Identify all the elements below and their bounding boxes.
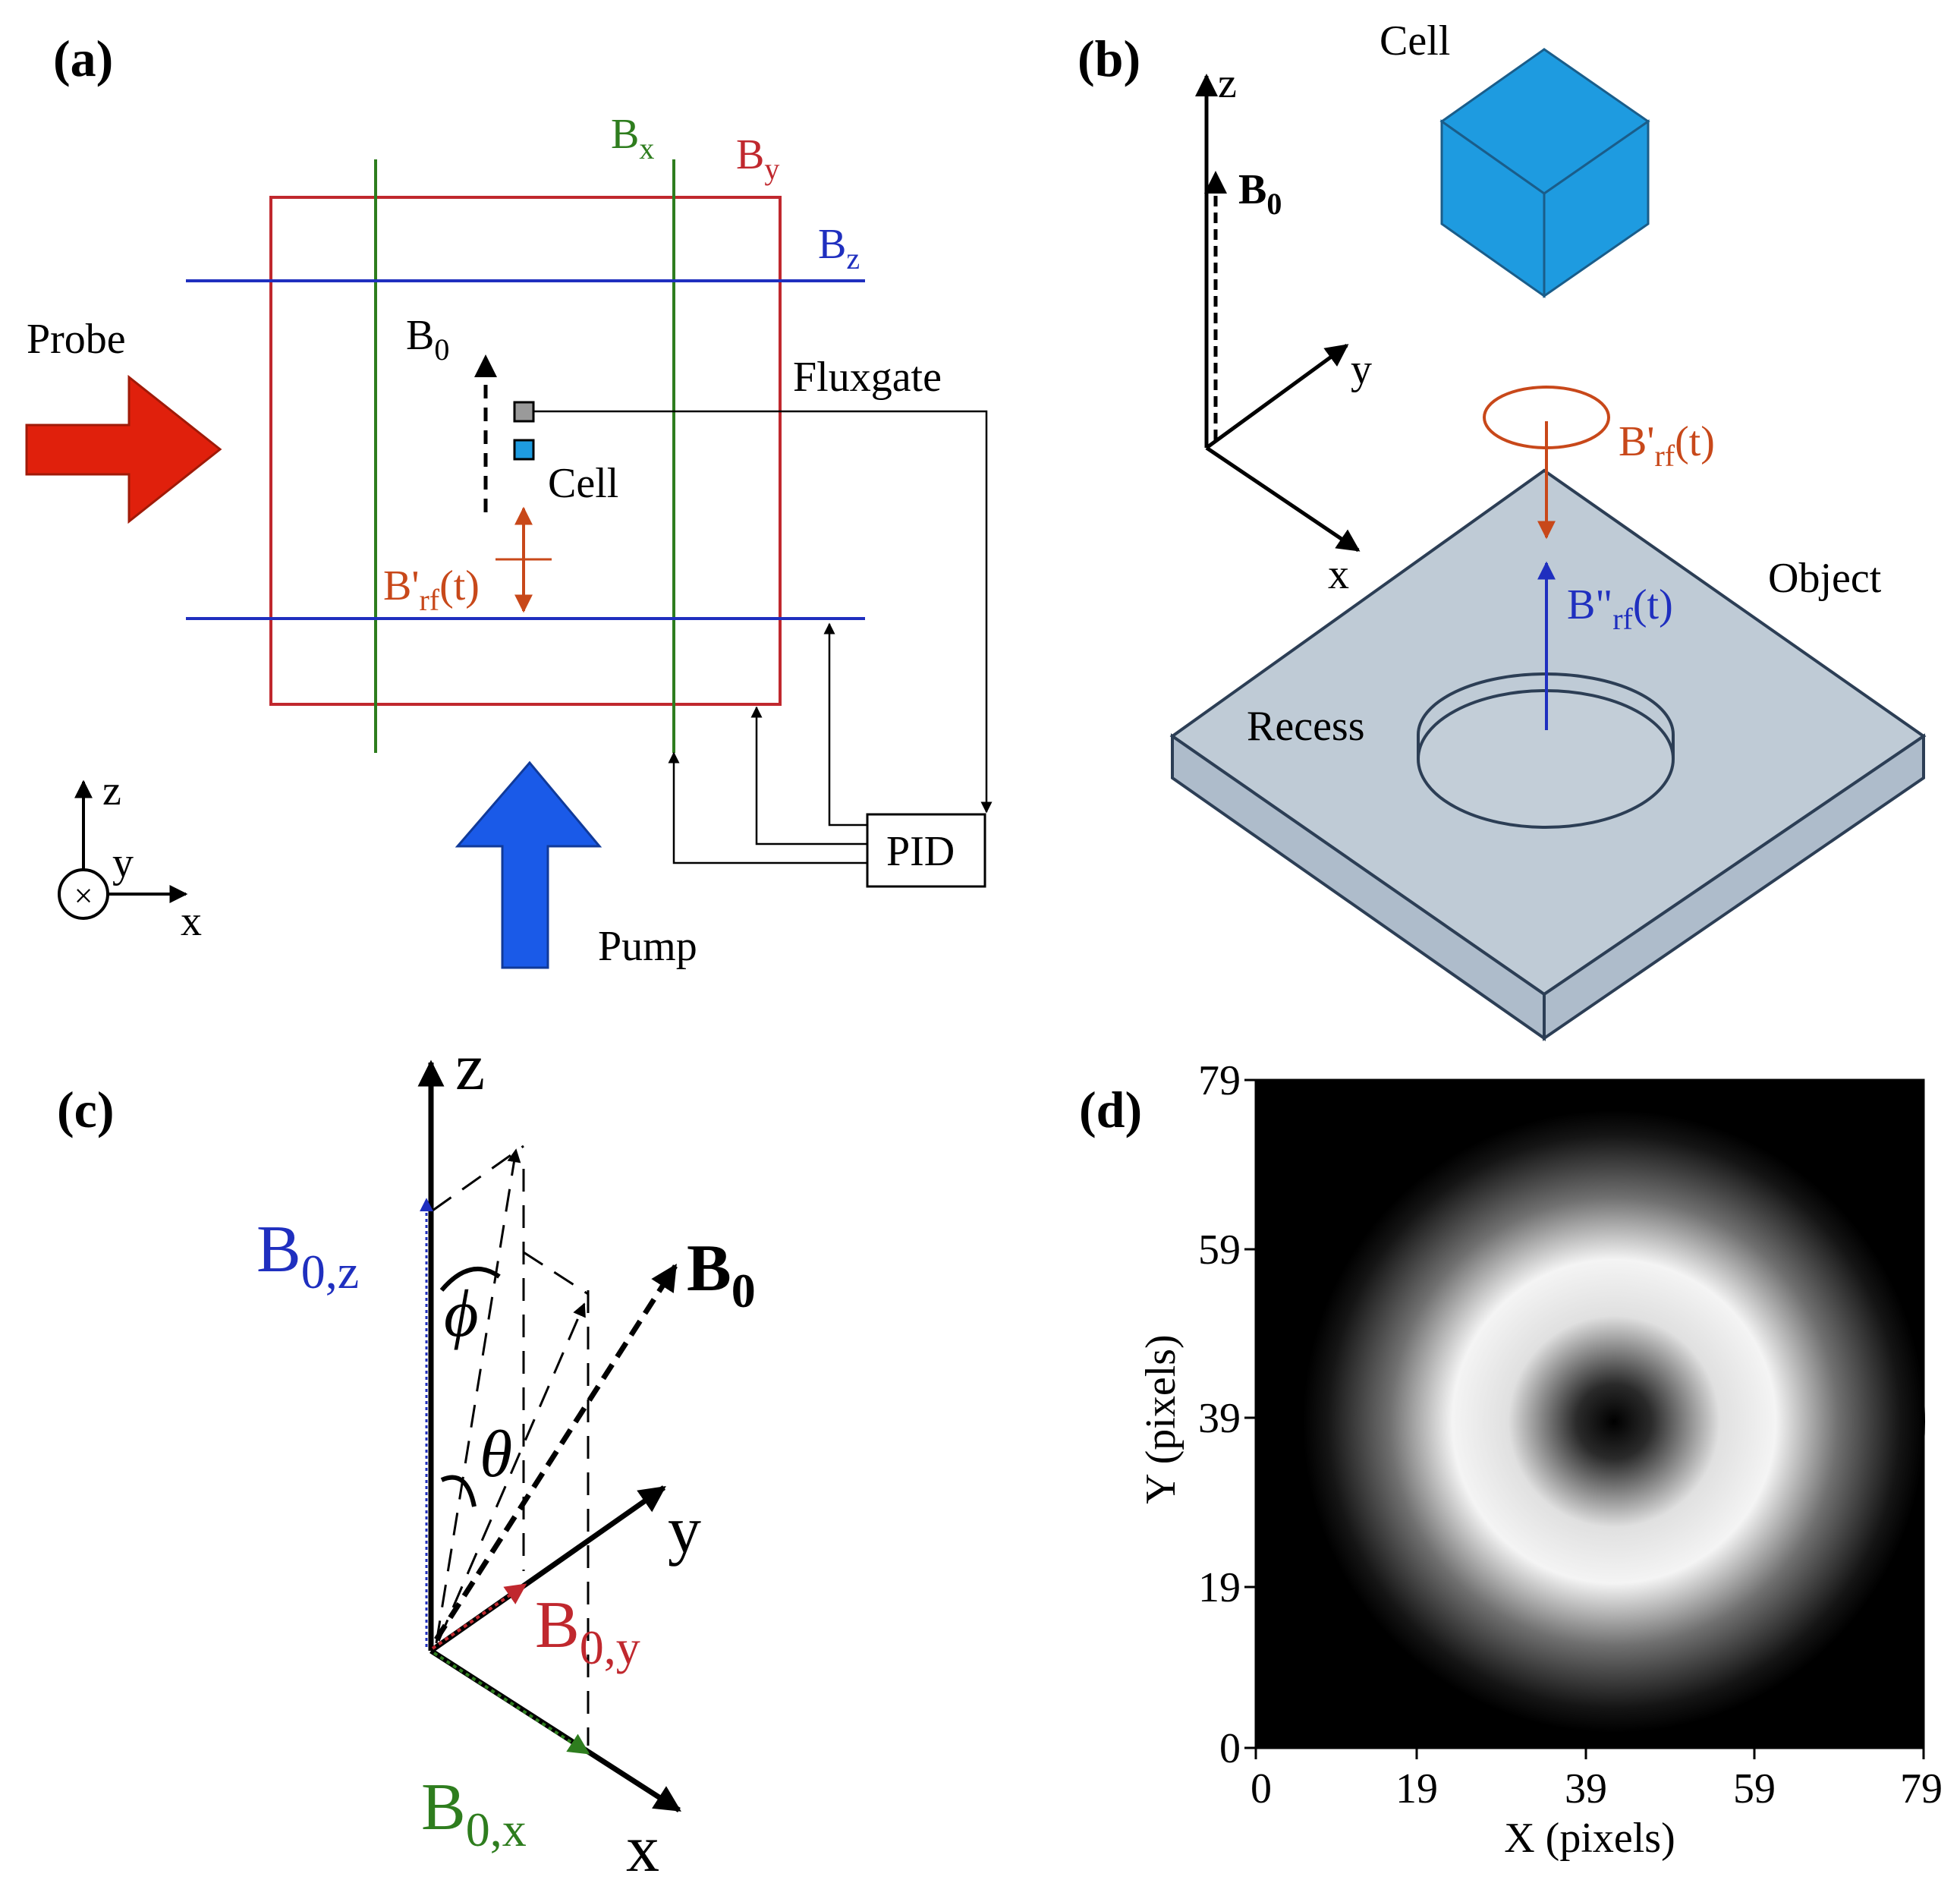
b-axis-x <box>1205 446 1361 553</box>
c-link-mid <box>523 1251 589 1296</box>
theta-arc <box>440 1475 477 1507</box>
c-axis-z-label: z <box>455 1031 485 1104</box>
y-tick-0: 0 <box>1219 1725 1241 1772</box>
panel-c-label: (c) <box>57 1081 114 1138</box>
pid-to-by <box>750 706 867 845</box>
object-plate-right <box>1543 733 1925 1041</box>
c-axis-y <box>429 1485 666 1653</box>
bx-label: Bx <box>611 111 654 165</box>
a-axis-y-label: y <box>112 839 134 886</box>
panel-c: (c) z y x B0 B0,z B0,y B0,x ϕ θ <box>57 1031 756 1883</box>
c-b0x-label: B0,x <box>421 1771 527 1856</box>
x-tick-59: 59 <box>1733 1765 1776 1812</box>
pid-to-bz <box>823 622 867 827</box>
pid-label: PID <box>886 828 955 875</box>
c-b0z-label: B0,z <box>256 1213 359 1299</box>
c-proj-b0-plane <box>437 1302 586 1642</box>
b-cell-label: Cell <box>1380 17 1450 65</box>
cell-label: Cell <box>548 460 618 507</box>
y-tick-marks <box>1244 1078 1256 1749</box>
c-axis-x-label: x <box>626 1812 659 1883</box>
phi-label: ϕ <box>444 1277 479 1351</box>
cell-square <box>513 439 535 461</box>
recess-wall <box>1417 735 1675 759</box>
object-label: Object <box>1768 555 1882 602</box>
panel-b: (b) z y x B0 Cell Object Recess B'rf(t) … <box>1078 17 1927 1041</box>
c-b0y-arrow <box>431 1583 527 1650</box>
x-tick-39: 39 <box>1565 1765 1607 1812</box>
a-axis-y-cross: × <box>74 877 93 915</box>
recess-label: Recess <box>1247 703 1365 750</box>
probe-label: Probe <box>27 316 126 363</box>
c-b0-label: B0 <box>687 1232 756 1318</box>
y-tick-79: 79 <box>1198 1057 1241 1104</box>
by-label: By <box>736 131 779 186</box>
image-frame <box>1254 1078 1925 1749</box>
brf-label: B'rf(t) <box>383 562 480 617</box>
x-axis-label: X (pixels) <box>1504 1815 1675 1862</box>
c-proj-zy <box>435 1148 521 1644</box>
a-axis-x-label: x <box>181 898 202 945</box>
brf2-label: B"rf(t) <box>1567 581 1673 636</box>
c-axis-x <box>429 1648 681 1812</box>
x-tick-19: 19 <box>1395 1765 1438 1812</box>
b-axis-y <box>1205 343 1349 450</box>
brf1-label: B'rf(t) <box>1619 418 1715 473</box>
probe-arrow <box>25 374 222 524</box>
c-b0y-label: B0,y <box>535 1589 640 1674</box>
cell-cube-right <box>1543 119 1650 298</box>
c-link-top <box>432 1145 524 1212</box>
a-axis-y-into-page <box>58 868 109 920</box>
panel-b-label: (b) <box>1078 30 1140 87</box>
c-axis-y-label: y <box>668 1494 701 1567</box>
x-tick-0: 0 <box>1251 1765 1272 1812</box>
b0-label: B0 <box>406 312 449 367</box>
y-axis-label: Y (pixels) <box>1137 1334 1184 1504</box>
y-tick-39: 39 <box>1198 1395 1241 1442</box>
panel-d: (d) 0 19 39 59 79 0 19 39 59 79 X (pixel… <box>1079 1057 1943 1862</box>
c-b0-arrow <box>434 1264 678 1641</box>
panel-a: (a) Bx By Bz Probe Pump B0 Cell Fluxgate… <box>25 30 993 970</box>
a-axis-z-label: z <box>102 767 121 814</box>
y-tick-19: 19 <box>1198 1564 1241 1611</box>
y-tick-59: 59 <box>1198 1226 1241 1274</box>
panel-d-label: (d) <box>1079 1081 1142 1138</box>
pump-arrow <box>455 760 602 969</box>
b-axis-x-label: x <box>1328 551 1349 598</box>
b-axis-z-label: z <box>1218 60 1237 107</box>
panel-a-label: (a) <box>53 30 113 87</box>
phi-arc <box>439 1266 501 1292</box>
x-tick-79: 79 <box>1900 1765 1943 1812</box>
pid-box <box>866 813 986 888</box>
fluxgate-label: Fluxgate <box>793 354 942 401</box>
pump-label: Pump <box>598 923 697 970</box>
fluxgate-sensor <box>513 401 535 423</box>
b-axis-y-label: y <box>1351 346 1372 393</box>
c-b0x-arrow <box>433 1652 590 1755</box>
bz-label: Bz <box>818 221 860 276</box>
theta-label: θ <box>480 1418 512 1491</box>
intensity-ring <box>1303 1110 1925 1733</box>
pid-to-bx <box>668 751 867 864</box>
by-coil <box>269 196 782 706</box>
fluxgate-wire <box>533 410 993 814</box>
b-b0-label: B0 <box>1238 166 1282 221</box>
x-tick-marks <box>1254 1748 1925 1759</box>
